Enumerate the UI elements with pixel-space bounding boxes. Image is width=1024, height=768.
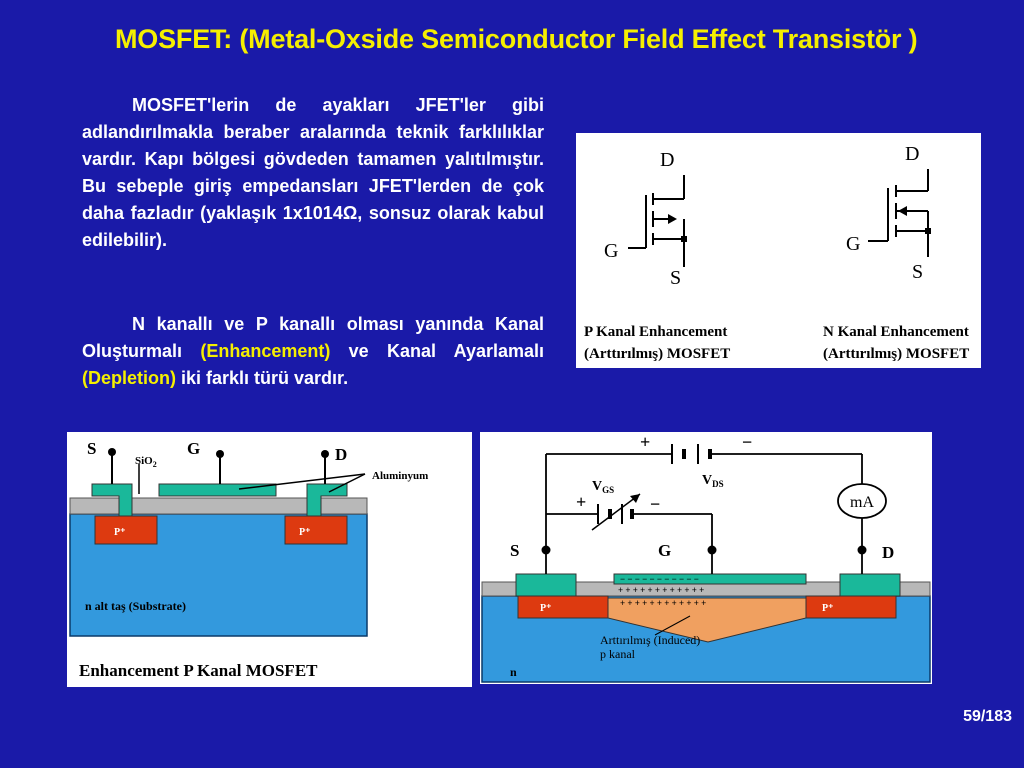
- symbol-left-s-label: S: [670, 267, 681, 289]
- vgs-label-main: V: [592, 479, 602, 494]
- circuit-wires: [545, 453, 863, 574]
- vgs-label: VGS: [592, 479, 614, 495]
- depletion-highlight: (Depletion): [82, 368, 176, 388]
- vds-battery: [671, 444, 720, 464]
- mosfet-structure-figure: S G D SiO2 Aluminyum P⁺ P⁺ n alt taş (Su…: [67, 432, 472, 687]
- symbol-left-d-label: D: [660, 149, 674, 171]
- sio2-label-sub: 2: [153, 460, 157, 469]
- symbol-right-s-label: S: [912, 261, 923, 283]
- gate-contact: [158, 483, 277, 497]
- ammeter-label: mA: [850, 494, 874, 511]
- circuit-g-label: G: [658, 541, 671, 560]
- vgs-minus-label: −: [650, 494, 660, 514]
- circuit-n-label: n: [510, 665, 517, 679]
- symbol-left-caption1: P Kanal Enhancement: [584, 324, 727, 340]
- induced-label-line2: p kanal: [600, 647, 636, 661]
- page-number: 59/183: [963, 708, 1012, 725]
- paragraph-types: N kanallı ve P kanallı olması yanında Ka…: [82, 311, 544, 392]
- circuit-drain-contact: [839, 573, 901, 597]
- structure-s-label: S: [87, 439, 96, 458]
- induced-channel: [607, 597, 807, 643]
- n-channel-symbol: [868, 169, 929, 257]
- vds-label: VDS: [702, 473, 724, 489]
- mosfet-symbols-figure: D G S P Kanal Enhancement (Arttırılmış) …: [576, 133, 981, 368]
- symbol-right-caption2: (Arttırılmış) MOSFET: [823, 346, 969, 362]
- drain-contact: [306, 483, 348, 517]
- circuit-plus-row2: + + + + + + + + + + + +: [620, 598, 706, 608]
- oxide-layer: [69, 497, 368, 515]
- p-region-right: [284, 515, 348, 545]
- circuit-source-contact: [515, 573, 577, 597]
- circuit-p-left: [517, 595, 609, 619]
- symbol-right-g-label: G: [846, 233, 860, 255]
- structure-d-label: D: [335, 445, 347, 464]
- structure-caption: Enhancement P Kanal MOSFET: [79, 661, 318, 680]
- paragraph-intro: MOSFET'lerin de ayakları JFET'ler gibi a…: [82, 95, 544, 250]
- symbol-left-caption2: (Arttırılmış) MOSFET: [584, 346, 730, 362]
- vds-label-sub: DS: [712, 479, 724, 489]
- vgs-plus-label: +: [576, 492, 586, 512]
- circuit-p-right-label: P⁺: [822, 603, 833, 614]
- mosfet-symbols-svg: D G S P Kanal Enhancement (Arttırılmış) …: [584, 143, 969, 362]
- n-channel-arrow: [898, 206, 907, 216]
- circuit-plus-row1: + + + + + + + + + + + +: [618, 585, 704, 595]
- mosfet-circuit-svg: mA + − VDS VGS + − S G D − − − − − − − −…: [481, 432, 931, 683]
- circuit-d-label: D: [882, 543, 894, 562]
- circuit-p-left-label: P⁺: [540, 603, 551, 614]
- vgs-label-sub: GS: [602, 485, 614, 495]
- enhancement-highlight: (Enhancement): [200, 341, 331, 361]
- vgs-battery: [591, 493, 641, 531]
- circuit-p-right: [805, 595, 897, 619]
- p-channel-arrow: [668, 214, 677, 224]
- paragraph-types-part3: iki farklı türü vardır.: [176, 368, 349, 388]
- circuit-minus-row: − − − − − − − − − − −: [620, 574, 699, 584]
- induced-label-line1: Arttırılmış (Induced): [600, 633, 700, 647]
- structure-g-label: G: [187, 439, 200, 458]
- symbol-right-d-label: D: [905, 143, 919, 165]
- symbol-right-caption1: N Kanal Enhancement: [823, 324, 969, 340]
- slide-title: MOSFET: (Metal-Oxside Semiconductor Fiel…: [115, 24, 918, 54]
- structure-p-left-label: P⁺: [114, 527, 125, 538]
- sio2-label: SiO2: [135, 455, 157, 469]
- circuit-s-label: S: [510, 541, 519, 560]
- vds-label-main: V: [702, 473, 712, 488]
- mosfet-circuit-figure: mA + − VDS VGS + − S G D − − − − − − − −…: [480, 432, 932, 684]
- symbol-left-g-label: G: [604, 240, 618, 262]
- aluminyum-label: Aluminyum: [372, 470, 428, 482]
- p-region-left: [94, 515, 158, 545]
- substrate-label: n alt taş (Substrate): [85, 599, 186, 613]
- vds-plus-label: +: [640, 432, 650, 452]
- structure-p-right-label: P⁺: [299, 527, 310, 538]
- paragraph-types-part2: ve Kanal Ayarlamalı: [330, 341, 544, 361]
- p-channel-symbol: [628, 175, 685, 267]
- ammeter: [837, 483, 887, 519]
- paragraph-types-part1: N kanallı ve P kanallı olması yanında Ka…: [82, 314, 544, 361]
- sio2-label-main: SiO: [135, 455, 153, 467]
- mosfet-structure-svg: S G D SiO2 Aluminyum P⁺ P⁺ n alt taş (Su…: [69, 439, 428, 680]
- source-contact: [91, 483, 133, 517]
- vds-minus-label: −: [742, 432, 752, 452]
- circuit-gate-contact: [613, 573, 807, 585]
